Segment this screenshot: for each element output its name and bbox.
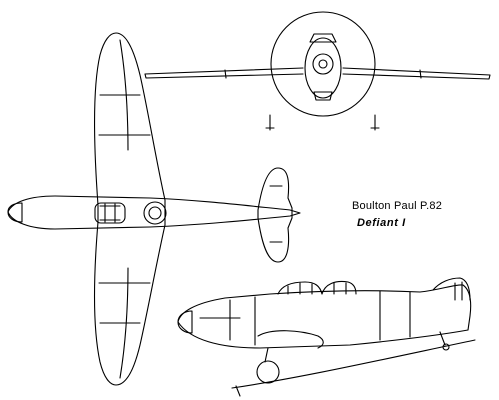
plan-view-aileron-upper [119, 39, 129, 151]
front-view-wing [144, 67, 304, 79]
side-view-ground-line [231, 339, 476, 389]
plan-view-wing [93, 32, 166, 386]
front-view-fuselage [304, 37, 342, 99]
plan-view-aileron-lower [119, 267, 129, 379]
side-view-landing-gear [264, 347, 269, 363]
side-view-fuselage [177, 284, 472, 349]
plan-view-turret [143, 201, 167, 225]
side-view-fin [432, 277, 471, 301]
side-view [177, 277, 476, 397]
aircraft-model-label: Boulton Paul P.82 [352, 200, 443, 212]
plan-view-tailplane [257, 167, 293, 263]
aircraft-variant-label: Defiant I [357, 217, 406, 229]
plan-view [7, 32, 301, 386]
side-view-canopy [277, 281, 323, 295]
front-view-propeller-disc [270, 11, 376, 117]
side-view-turret [321, 280, 357, 295]
front-view-landing-gear [269, 114, 376, 131]
plan-view-cockpit [94, 202, 126, 224]
front-view [144, 11, 491, 131]
plan-view-fuselage [7, 195, 301, 230]
